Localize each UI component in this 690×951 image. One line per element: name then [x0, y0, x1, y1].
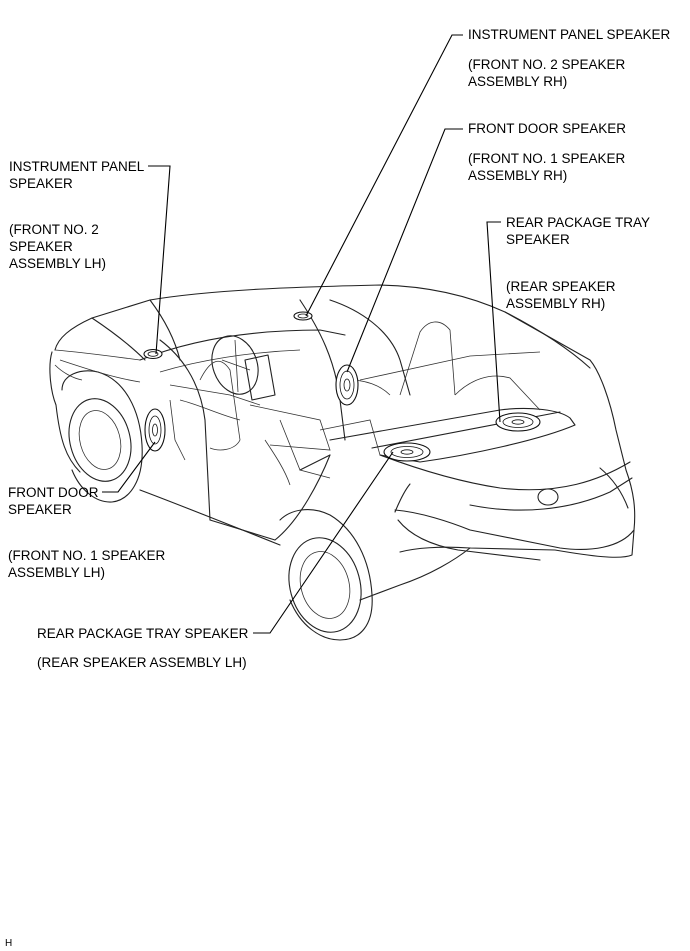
callout-rear-package-tray-speaker-lh: REAR PACKAGE TRAY SPEAKER (REAR SPEAKER … — [37, 626, 249, 670]
instrument-panel-speaker-rh — [293, 311, 313, 321]
label-sub-2: ASSEMBLY RH) — [468, 74, 567, 89]
callout-instrument-panel-speaker-lh: INSTRUMENT PANEL SPEAKER (FRONT NO. 2 SP… — [9, 159, 145, 271]
front-door-speaker-rh — [335, 364, 359, 406]
instrument-panel-speaker-lh — [143, 348, 163, 360]
label-title-1: REAR PACKAGE TRAY — [506, 215, 650, 230]
label-sub-2: ASSEMBLY RH) — [468, 168, 567, 183]
rear-package-tray-speaker-lh — [383, 442, 431, 462]
label-title-1: FRONT DOOR — [8, 485, 99, 500]
label-sub-1: (FRONT NO. 1 SPEAKER — [468, 151, 626, 166]
callout-front-door-speaker-lh: FRONT DOOR SPEAKER (FRONT NO. 1 SPEAKER … — [8, 485, 166, 580]
rear-package-tray-speaker-rh — [495, 412, 541, 432]
leader-fd-lh — [102, 441, 156, 493]
label-sub-2: SPEAKER — [9, 239, 73, 254]
label-sub-1: (FRONT NO. 2 — [9, 222, 99, 237]
label-title-1: INSTRUMENT PANEL — [9, 159, 145, 174]
callout-rear-package-tray-speaker-rh: REAR PACKAGE TRAY SPEAKER (REAR SPEAKER … — [506, 215, 650, 311]
car-illustration — [49, 284, 636, 641]
leader-ip-lh — [148, 165, 171, 355]
label-sub: (REAR SPEAKER ASSEMBLY LH) — [37, 655, 247, 670]
leader-ip-rh — [305, 34, 463, 317]
label-title-2: SPEAKER — [8, 502, 72, 517]
leader-lines — [102, 34, 501, 634]
leader-rp-rh — [486, 221, 501, 423]
leader-rp-lh — [253, 451, 394, 634]
corner-mark: H — [5, 938, 12, 949]
callout-instrument-panel-speaker-rh: INSTRUMENT PANEL SPEAKER (FRONT NO. 2 SP… — [468, 27, 671, 89]
callout-front-door-speaker-rh: FRONT DOOR SPEAKER (FRONT NO. 1 SPEAKER … — [468, 121, 626, 183]
label-title: REAR PACKAGE TRAY SPEAKER — [37, 626, 249, 641]
label-sub-1: (REAR SPEAKER — [506, 279, 616, 294]
label-title: FRONT DOOR SPEAKER — [468, 121, 626, 136]
label-title-2: SPEAKER — [9, 176, 73, 191]
label-title-2: SPEAKER — [506, 232, 570, 247]
label-sub-1: (FRONT NO. 2 SPEAKER — [468, 57, 626, 72]
leader-fd-rh — [346, 128, 463, 373]
label-sub-3: ASSEMBLY LH) — [9, 256, 106, 271]
label-sub-1: (FRONT NO. 1 SPEAKER — [8, 548, 166, 563]
front-door-speaker-lh — [144, 408, 166, 452]
label-sub-2: ASSEMBLY RH) — [506, 296, 605, 311]
label-title: INSTRUMENT PANEL SPEAKER — [468, 27, 671, 42]
label-sub-2: ASSEMBLY LH) — [8, 565, 105, 580]
